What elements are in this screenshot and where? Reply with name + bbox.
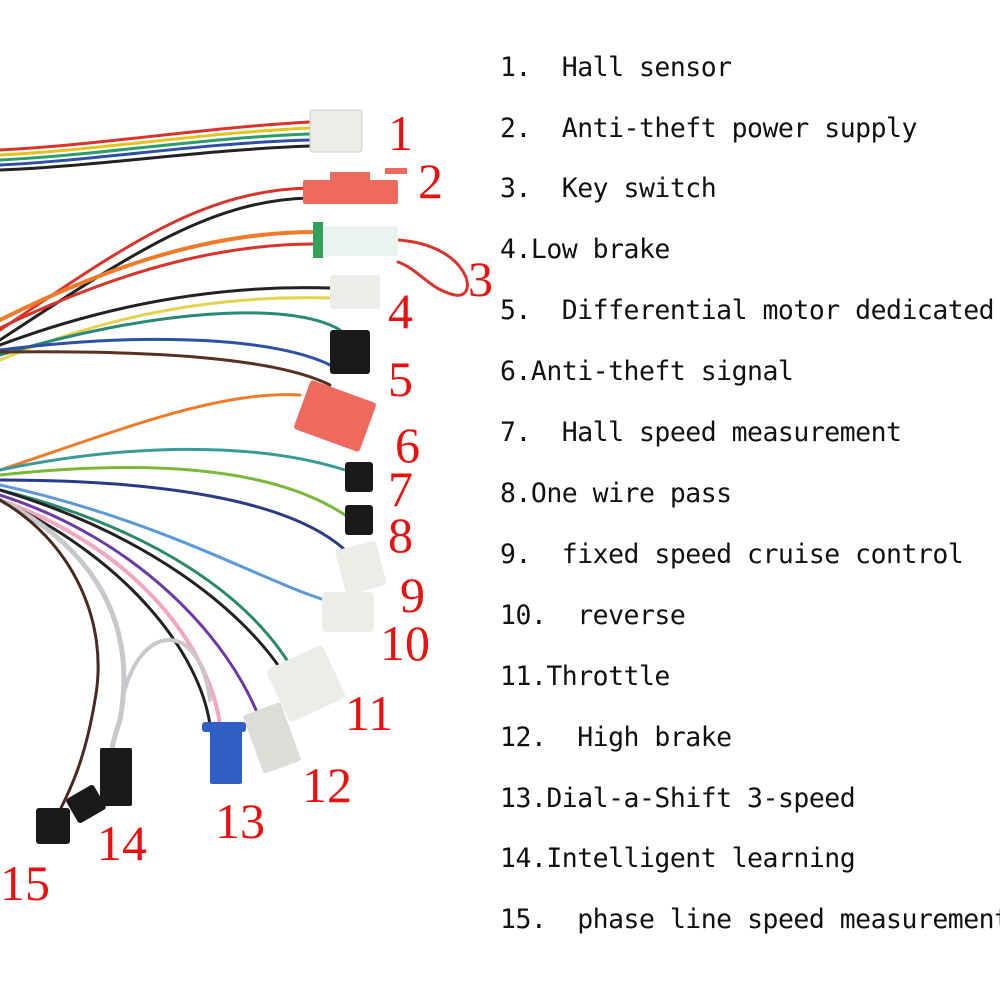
callout-3: 3 [468, 251, 493, 307]
connector-8-one-wire [345, 505, 373, 535]
connector-4-low-brake [330, 275, 380, 309]
wire-antitheft-power-black [0, 196, 312, 342]
callout-14: 14 [97, 815, 147, 871]
wire-dial-pink [0, 498, 222, 727]
callout-4: 4 [388, 283, 413, 339]
connector-14-learning-mate [66, 784, 106, 824]
legend-item: 12. High brake [500, 722, 732, 753]
connector-7-hall-speed [345, 462, 373, 492]
legend-item: 14.Intelligent learning [500, 843, 856, 874]
callout-6: 6 [395, 417, 420, 473]
callout-5: 5 [388, 351, 413, 407]
wire-diff-blue [0, 337, 332, 367]
callout-15: 15 [0, 855, 50, 911]
wire-hall-speed-teal [0, 447, 347, 472]
wire-throttle-green [0, 488, 292, 667]
wire-diff-green [0, 311, 342, 357]
wire-hall-yellow [0, 126, 312, 157]
connector-11-throttle [266, 645, 345, 722]
wire-hall-green [0, 132, 312, 162]
wire-reverse-blue [0, 483, 327, 602]
wire-lowbrake-black [0, 286, 332, 347]
legend-item: 1. Hall sensor [500, 52, 732, 83]
connector-5-differential [330, 330, 370, 374]
legend-item: 7. Hall speed measurement [500, 417, 902, 448]
callout-10: 10 [380, 615, 430, 671]
wire-antitheft-signal-orange [0, 393, 302, 472]
connector-3-key-switch [313, 222, 398, 258]
wire-throttle-black [0, 488, 282, 670]
callout-1: 1 [388, 105, 413, 161]
callout-11: 11 [345, 685, 394, 741]
callout-13: 13 [215, 793, 265, 849]
callout-9: 9 [400, 567, 425, 623]
wire-highbrake-purple [0, 493, 262, 722]
connector-12-high-brake [243, 702, 301, 774]
connector-1-hall-sensor [309, 109, 363, 153]
callout-8: 8 [388, 507, 413, 563]
connector-15-phase-speed [36, 808, 70, 844]
legend-item: 6.Anti-theft signal [500, 356, 794, 387]
wire-hall-blue [0, 138, 312, 167]
wire-learning-white [0, 497, 127, 763]
connector-6-antitheft-signal [294, 380, 376, 452]
wire-learning-white-loop [120, 638, 212, 702]
connector-10-reverse [322, 592, 374, 632]
callout-2: 2 [418, 153, 443, 209]
legend-item: 5. Differential motor dedicated [500, 295, 995, 326]
wire-phase-brown [0, 498, 100, 812]
legend-item: 8.One wire pass [500, 478, 732, 509]
legend-item: 10. reverse [500, 600, 686, 631]
connector-9-cruise [335, 540, 387, 595]
legend-item: 15. phase line speed measurement [500, 904, 1000, 935]
legend-item: 4.Low brake [500, 234, 670, 265]
wire-hall-black [0, 144, 312, 172]
legend-item: 2. Anti-theft power supply [500, 113, 917, 144]
wire-key-red [0, 242, 317, 330]
wire-hall-red [0, 120, 312, 152]
callout-7: 7 [388, 461, 413, 517]
wire-cruise-navy [0, 478, 347, 552]
connector-13-dial-shift [202, 722, 246, 784]
legend-item: 13.Dial-a-Shift 3-speed [500, 783, 856, 814]
connector-2-antitheft-power [303, 168, 407, 204]
legend-item: 9. fixed speed cruise control [500, 539, 964, 570]
legend-item: 3. Key switch [500, 173, 717, 204]
callout-12: 12 [302, 757, 352, 813]
wire-diff-brown [0, 350, 332, 387]
connector-14-learning [100, 748, 132, 806]
wire-one-wire-green [0, 466, 347, 517]
wire-key-loop [396, 238, 469, 297]
wire-key-orange [0, 230, 317, 322]
legend-item: 11.Throttle [500, 661, 670, 692]
wire-dial-black [0, 498, 212, 727]
